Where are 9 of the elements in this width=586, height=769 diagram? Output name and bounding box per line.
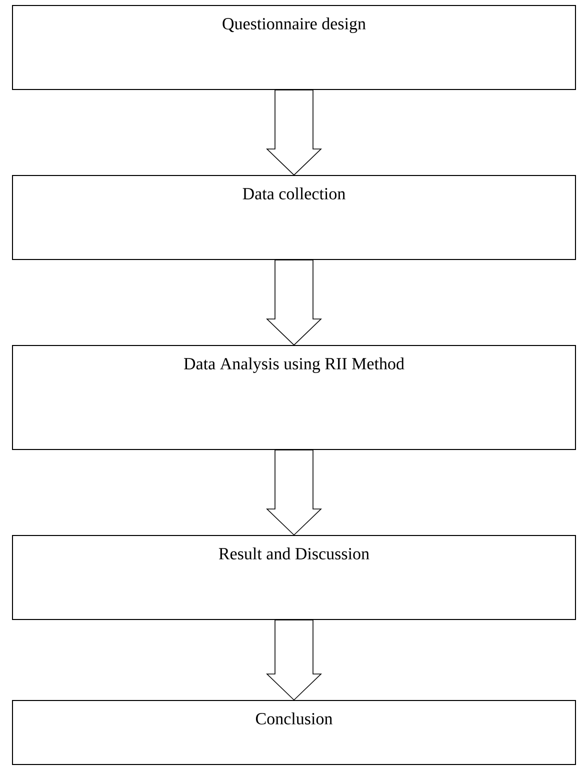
process-box: Data collection [12, 175, 576, 260]
hollow-arrow [266, 260, 322, 346]
hollow-arrow [266, 90, 322, 176]
process-box: Result and Discussion [12, 535, 576, 620]
process-box: Conclusion [12, 700, 576, 765]
hollow-arrow [266, 450, 322, 536]
hollow-arrow [266, 620, 322, 701]
process-box: Questionnaire design [12, 5, 576, 90]
process-box: Data Analysis using RII Method [12, 345, 576, 450]
